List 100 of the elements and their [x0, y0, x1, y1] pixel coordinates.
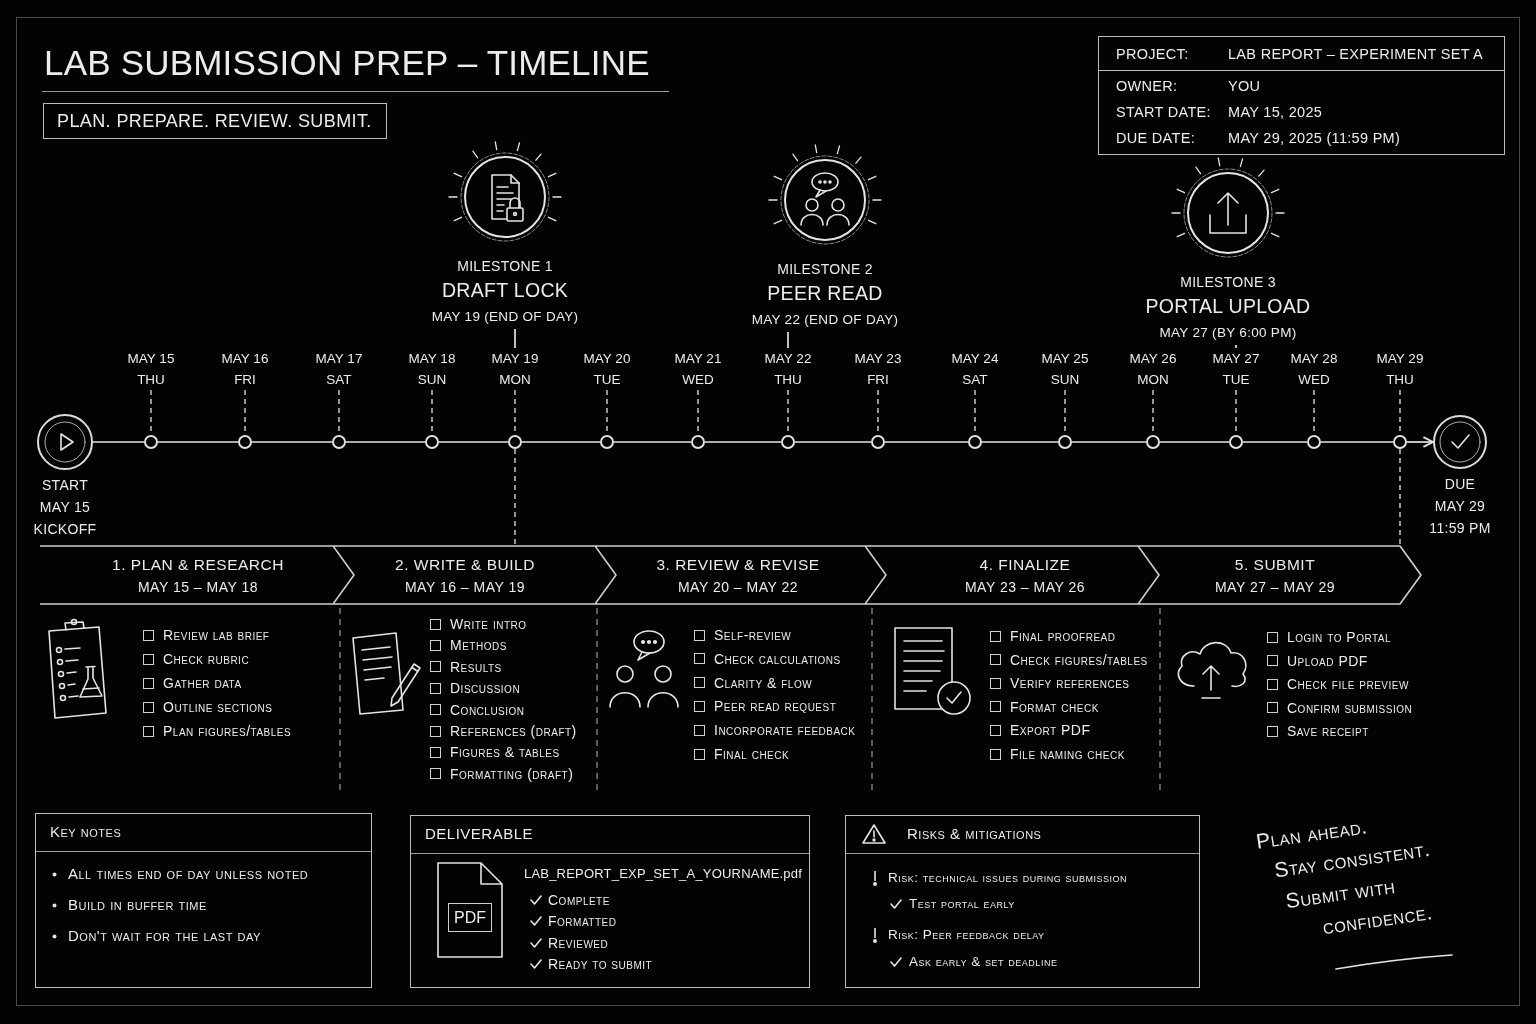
connector-line [521, 441, 601, 443]
connector-line [613, 441, 692, 443]
field-label: DUE DATE: [1116, 129, 1195, 148]
timeline-caption: DUE [1444, 475, 1476, 494]
phase-dates: MAY 20 – MAY 22 [677, 578, 799, 597]
task-text: Upload PDF [1287, 651, 1368, 671]
connector-line [1235, 344, 1237, 349]
dashed-leader-line [514, 448, 516, 546]
connector-line [1320, 441, 1394, 443]
timeline-caption: MAY 15 [39, 498, 91, 517]
weekday-label: MON [1137, 371, 1169, 389]
timeline-dot [781, 435, 795, 449]
weekday-label: SAT [962, 371, 988, 389]
notes-panel [35, 813, 372, 988]
task-text: Formatting (draft) [450, 764, 574, 784]
connector-line [794, 441, 872, 443]
task-text: Plan figures/tables [163, 722, 292, 741]
weekday-label: SUN [417, 371, 447, 389]
timeline-caption: 11:59 PM [1429, 519, 1491, 538]
task-text: Check rubric [163, 650, 250, 669]
milestone-title: PORTAL UPLOAD [1145, 294, 1311, 319]
motto-text: Plan ahead. [1254, 813, 1369, 853]
date-label: MAY 29 [1376, 350, 1424, 368]
timeline-dot [1146, 435, 1160, 449]
tagline: PLAN. PREPARE. REVIEW. SUBMIT. [57, 110, 372, 133]
weekday-label: FRI [234, 371, 256, 389]
task-text: Check figures/tables [1010, 650, 1148, 670]
risk-text: Risk: Peer feedback delay [888, 926, 1045, 944]
weekday-label: SAT [326, 371, 352, 389]
task-text: Save receipt [1287, 722, 1369, 741]
panel-heading: Key notes [50, 822, 122, 842]
connector-line [157, 441, 239, 443]
date-label: MAY 19 [491, 350, 539, 368]
task-text: Incorporate feedback [714, 721, 856, 741]
phase-dates: MAY 15 – MAY 18 [137, 578, 259, 597]
date-label: MAY 16 [221, 350, 269, 368]
milestone-number: MILESTONE 2 [777, 260, 873, 278]
connector-line [981, 441, 1059, 443]
note-text: All times end of day unless noted [68, 864, 309, 884]
connector-line [704, 441, 782, 443]
date-label: MAY 24 [951, 350, 999, 368]
weekday-label: MON [499, 371, 531, 389]
timeline-dot [691, 435, 705, 449]
date-label: MAY 21 [674, 350, 722, 368]
field-value: MAY 15, 2025 [1228, 103, 1323, 122]
weekday-label: SUN [1050, 371, 1080, 389]
checklist-text: Formatted [548, 912, 617, 932]
date-label: MAY 17 [315, 350, 363, 368]
task-text: Login to Portal [1287, 628, 1392, 647]
phase-dates: MAY 16 – MAY 19 [404, 578, 526, 597]
task-text: Conclusion [450, 700, 525, 720]
connector-line [787, 331, 789, 349]
task-text: Self-review [714, 626, 792, 645]
field-value: LAB REPORT – EXPERIMENT SET A [1228, 45, 1484, 64]
task-text: Export PDF [1010, 721, 1091, 741]
timeline-dot [1307, 435, 1321, 449]
timeline-dot [425, 435, 439, 449]
panel-heading: DELIVERABLE [425, 824, 534, 844]
checklist-text: Complete [548, 891, 610, 910]
milestone-date: MAY 22 (END OF DAY) [751, 311, 899, 329]
milestone-number: MILESTONE 1 [457, 257, 553, 275]
date-label: MAY 28 [1290, 350, 1338, 368]
task-text: Verify references [1010, 674, 1130, 694]
task-text: Check calculations [714, 649, 841, 669]
timeline-dot [332, 435, 346, 449]
connector-line [884, 441, 969, 443]
date-label: MAY 26 [1129, 350, 1177, 368]
task-text: Results [450, 657, 502, 677]
mitigation-text: Test portal early [909, 895, 1015, 913]
phase-dates: MAY 23 – MAY 26 [964, 578, 1086, 597]
timeline-dot [871, 435, 885, 449]
timeline-dot [1058, 435, 1072, 449]
milestone-date: MAY 19 (END OF DAY) [431, 308, 579, 326]
timeline-caption: START [41, 476, 89, 495]
task-text: Write intro [450, 615, 527, 634]
task-text: Methods [450, 636, 507, 656]
field-label: OWNER: [1116, 77, 1178, 96]
task-text: Final check [714, 745, 790, 764]
timeline-dot [968, 435, 982, 449]
timeline-dot [600, 435, 614, 449]
phase-title: 4. FINALIZE [979, 555, 1071, 575]
phase-title: 3. REVIEW & REVISE [656, 555, 820, 575]
connector-line [92, 441, 145, 443]
connector-line [345, 441, 426, 443]
phase-title: 5. SUBMIT [1234, 555, 1316, 575]
task-text: Format check [1010, 697, 1099, 717]
timeline-dot [508, 435, 522, 449]
task-text: Clarity & flow [714, 673, 813, 693]
connector-line [251, 441, 333, 443]
task-text: Final proofread [1010, 627, 1116, 646]
phase-title: 1. PLAN & RESEARCH [112, 555, 284, 575]
file-name: LAB_REPORT_EXP_SET_A_YOURNAME.pdf [524, 865, 803, 883]
arrow [1406, 436, 1434, 448]
field-label: PROJECT: [1116, 45, 1189, 64]
note-text: Build in buffer time [68, 895, 207, 915]
date-label: MAY 25 [1041, 350, 1089, 368]
phase-title: 2. WRITE & BUILD [395, 555, 535, 575]
timeline-dot [1393, 435, 1407, 449]
page-title: LAB SUBMISSION PREP – TIMELINE [44, 42, 650, 84]
mitigation-text: Ask early & set deadline [909, 953, 1058, 971]
